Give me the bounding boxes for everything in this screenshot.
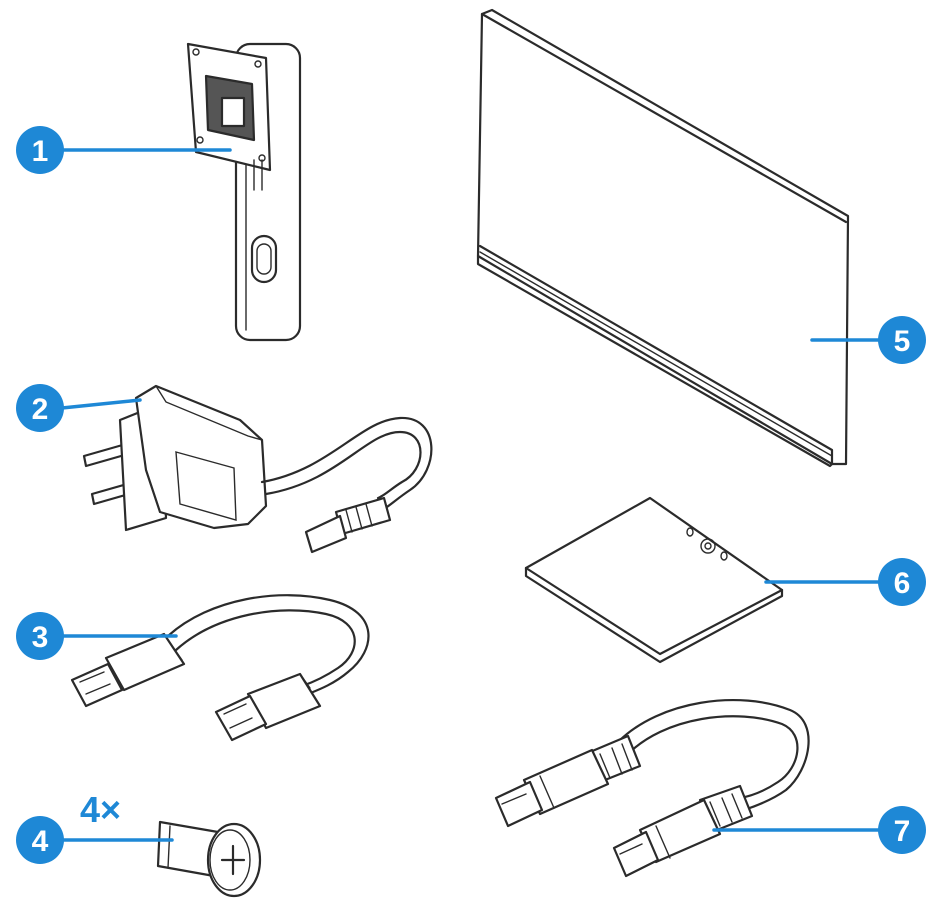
item-number-4: 4 <box>32 825 49 858</box>
item-badge-3: 3 <box>16 612 64 660</box>
hdmi-cable-icon <box>70 594 370 742</box>
item-number-2: 2 <box>32 393 49 426</box>
screw-quantity-label: 4× <box>80 789 121 830</box>
item-badge-2: 2 <box>16 384 64 432</box>
item-badge-7: 7 <box>878 806 926 854</box>
item-badge-1: 1 <box>16 126 64 174</box>
stand-neck-icon <box>186 42 302 342</box>
monitor-panel-icon <box>476 8 850 468</box>
item-number-1: 1 <box>32 135 49 168</box>
item-badge-5: 5 <box>878 316 926 364</box>
displayport-cable-icon <box>494 699 810 878</box>
screw-icon <box>156 820 262 898</box>
item-badge-4: 4 <box>16 816 64 864</box>
power-adapter-icon <box>82 384 433 554</box>
item-number-7: 7 <box>894 815 911 848</box>
leader-line-2 <box>60 398 142 410</box>
item-number-3: 3 <box>32 621 49 654</box>
item-number-6: 6 <box>894 567 911 600</box>
item-badge-6: 6 <box>878 558 926 606</box>
stand-base-icon <box>524 496 784 664</box>
item-number-5: 5 <box>894 325 911 358</box>
